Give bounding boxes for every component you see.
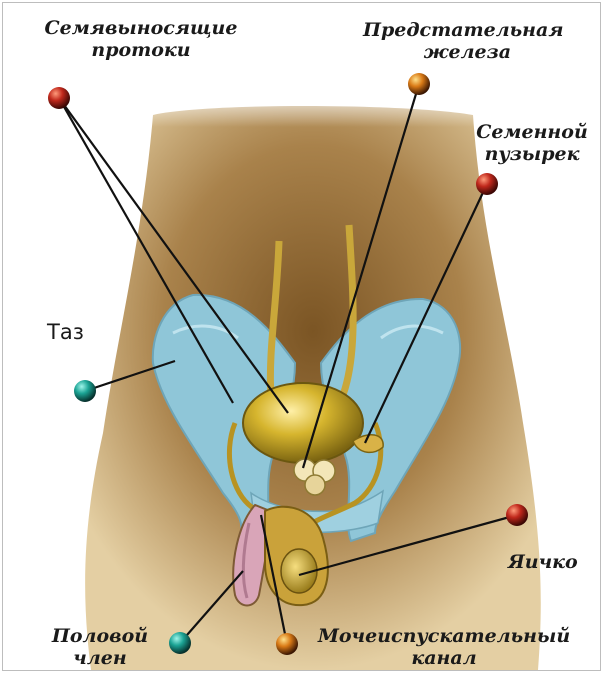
label-urethra-line2: канал [309, 647, 579, 669]
label-seminal-vesicle-line2: пузырек [473, 143, 591, 165]
testis-marker[interactable] [506, 504, 528, 526]
seminal-vesicle-marker[interactable] [476, 173, 498, 195]
label-prostate: Предстательная железа [363, 19, 559, 63]
label-urethra: Мочеиспускательный канал [309, 625, 579, 669]
penis-marker[interactable] [169, 632, 191, 654]
label-penis-line1: Половой [41, 625, 159, 647]
label-penis-line2: член [41, 647, 159, 669]
prostate-marker[interactable] [408, 73, 430, 95]
vas-deferens-marker[interactable] [48, 87, 70, 109]
bladder [243, 383, 363, 463]
label-urethra-line1: Мочеиспускательный [309, 625, 579, 647]
label-penis: Половой член [41, 625, 159, 669]
label-seminal-vesicle: Семенной пузырек [473, 121, 591, 165]
label-vas-deferens-line2: протоки [31, 39, 251, 61]
label-seminal-vesicle-line1: Семенной [473, 121, 591, 143]
urethra-marker[interactable] [276, 633, 298, 655]
label-vas-deferens: Семявыносящие протоки [31, 17, 251, 61]
label-prostate-line1: Предстательная [363, 19, 559, 41]
label-pelvis: Таз [47, 321, 84, 343]
label-vas-deferens-line1: Семявыносящие [31, 17, 251, 39]
label-prostate-line2: железа [363, 41, 511, 63]
label-testis: Яичко [508, 551, 578, 573]
pelvis-marker[interactable] [74, 380, 96, 402]
